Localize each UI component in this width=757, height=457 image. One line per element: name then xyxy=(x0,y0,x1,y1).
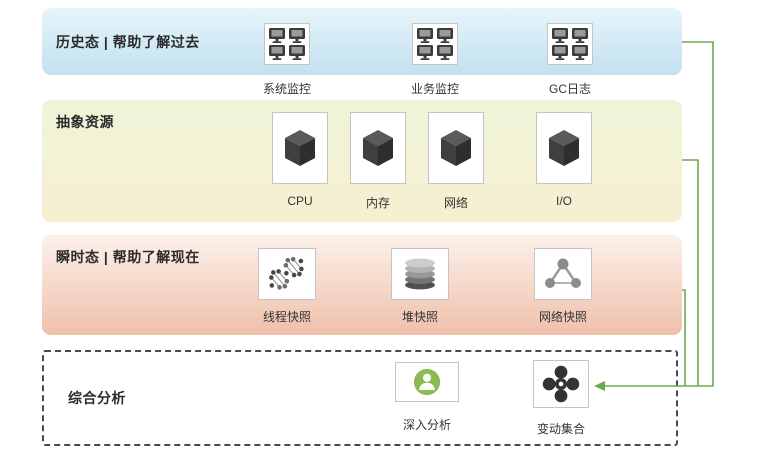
label-network: 网络 xyxy=(443,196,469,210)
label-change-set: 变动集合 xyxy=(536,422,586,436)
monitor-grid-icon xyxy=(552,28,588,60)
label-memory: 内存 xyxy=(365,196,391,210)
dna-helix-icon xyxy=(269,256,304,290)
label-thread-snapshot: 线程快照 xyxy=(262,310,312,324)
monitor-grid-icon xyxy=(269,28,305,60)
icon-box-heap-snapshot xyxy=(391,248,449,300)
cube-icon xyxy=(363,130,393,166)
icon-box-network-snapshot xyxy=(534,248,592,300)
cube-icon xyxy=(549,130,579,166)
band-instant-title: 瞬时态 | 帮助了解现在 xyxy=(56,249,200,265)
band-analysis-title: 综合分析 xyxy=(68,390,126,406)
icon-box-gc-log xyxy=(547,23,593,65)
icon-box-network xyxy=(428,112,484,184)
person-badge-icon xyxy=(413,368,441,396)
cluster-icon xyxy=(542,365,580,403)
label-cpu: CPU xyxy=(287,194,313,208)
icon-box-memory xyxy=(350,112,406,184)
label-io: I/O xyxy=(555,194,573,208)
band-history-title: 历史态 | 帮助了解过去 xyxy=(56,33,200,50)
label-deep-analysis: 深入分析 xyxy=(402,418,452,432)
network-graph-icon xyxy=(545,258,581,288)
disc-stack-icon xyxy=(405,258,435,290)
icon-box-io xyxy=(536,112,592,184)
label-business-monitor: 业务监控 xyxy=(410,82,460,96)
label-system-monitor: 系统监控 xyxy=(262,82,312,96)
label-heap-snapshot: 堆快照 xyxy=(401,310,439,324)
label-gc-log: GC日志 xyxy=(548,82,592,96)
icon-box-business-monitor xyxy=(412,23,458,65)
label-network-snapshot: 网络快照 xyxy=(538,310,588,324)
icon-box-thread-snapshot xyxy=(258,248,316,300)
cube-icon xyxy=(441,130,471,166)
icon-box-deep-analysis xyxy=(395,362,459,402)
band-resources-title: 抽象资源 xyxy=(56,114,114,130)
icon-box-change-set xyxy=(533,360,589,408)
icon-box-cpu xyxy=(272,112,328,184)
monitor-grid-icon xyxy=(417,28,453,60)
icon-box-system-monitor xyxy=(264,23,310,65)
cube-icon xyxy=(285,130,315,166)
